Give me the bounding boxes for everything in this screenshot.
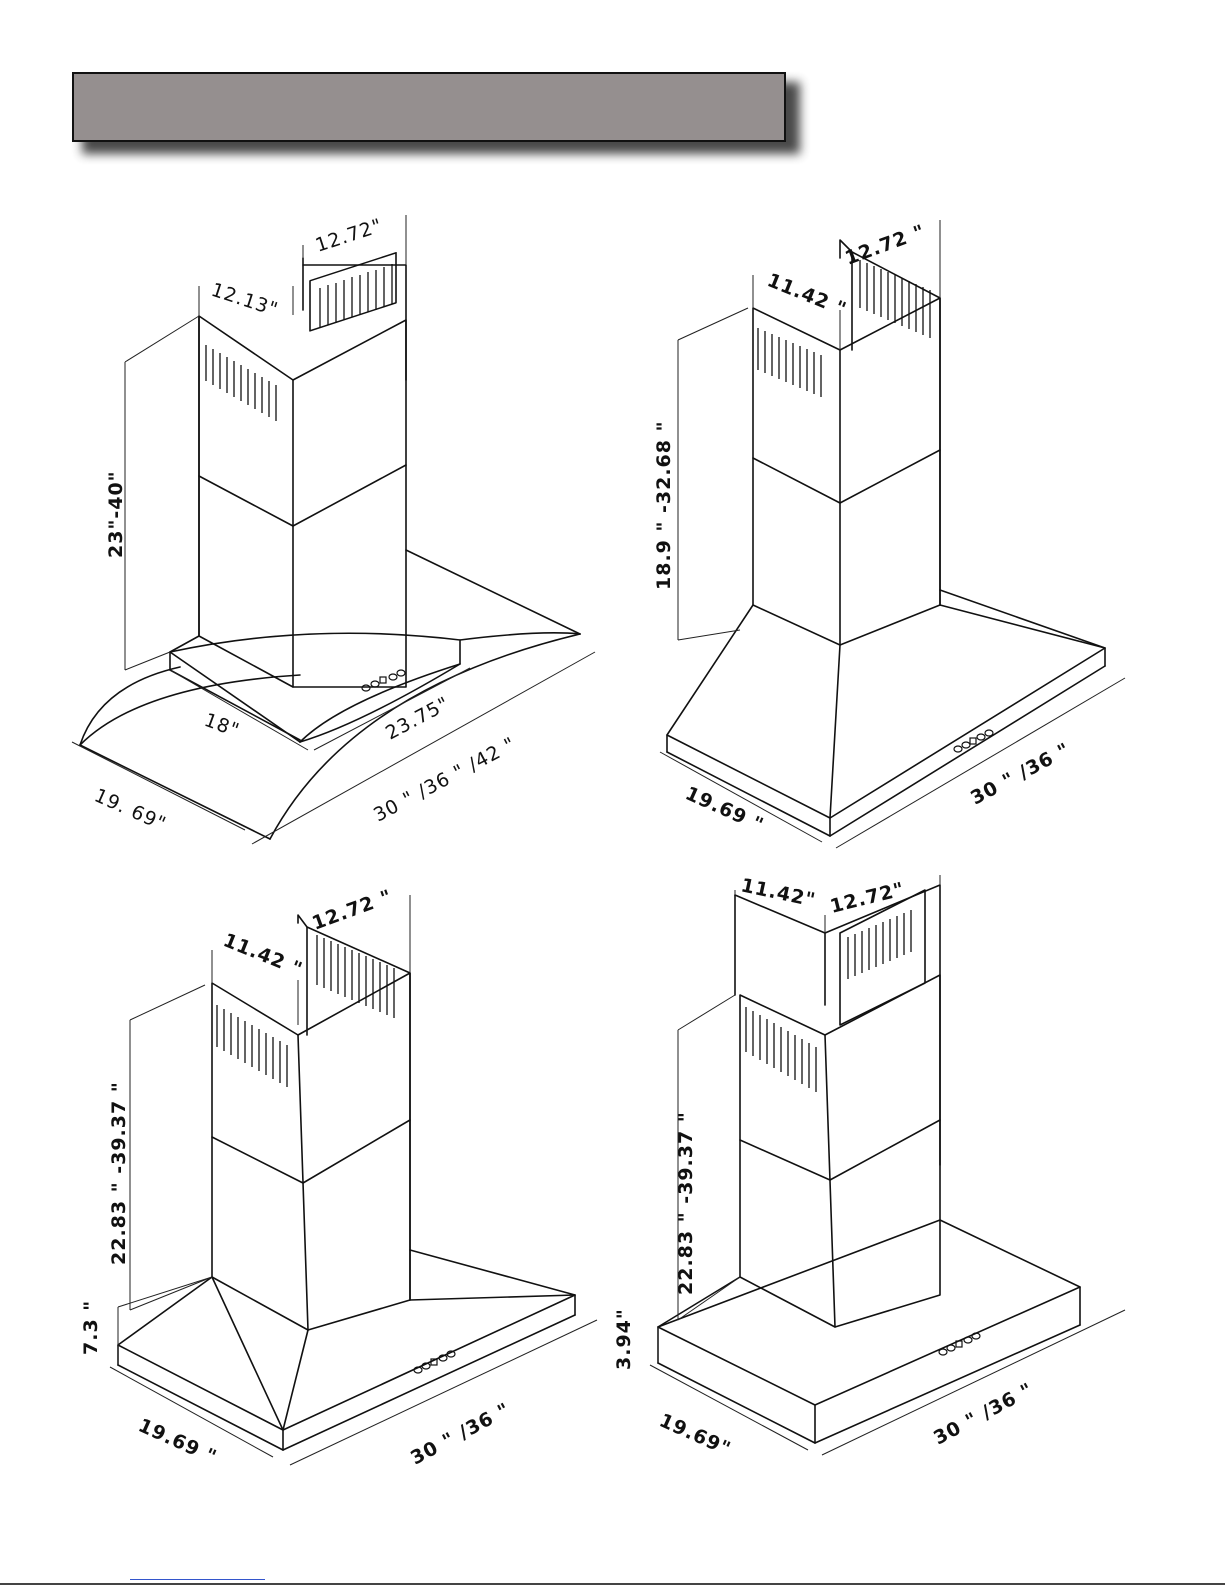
footer-link-underline[interactable] [130,1579,265,1580]
base-depth-label: 18" [201,709,242,742]
base-height-label: 7.3 " [80,1300,102,1355]
pyramid-hood-drawing: 11.42 " 12.72 " 18.9 " -32.68 " 19.69 " … [640,200,1160,860]
overall-width-label: 30 " /36 " /42 " [370,733,520,826]
chimney-width-label: 12.13" [208,279,281,321]
curved-glass-hood-diagram: 12.13" 12.72" 23"-40" 18" 23.75" 19. 69"… [60,190,620,860]
height-range-label: 22.83 " -39.37 " [108,1081,130,1265]
pyramid-hood-diagram: 11.42 " 12.72 " 18.9 " -32.68 " 19.69 " … [640,200,1160,860]
depth-label: 19.69 " [682,782,767,836]
chimney-width-label: 11.42 " [764,269,850,321]
overall-width-label: 30 " /36 " [967,739,1074,810]
glass-depth-label: 19. 69" [91,784,170,835]
chimney-depth-label: 12.72 " [842,220,928,269]
low-pyramid-hood-diagram: 11.42 " 12.72 " 22.83 " -39.37 " 7.3 " 1… [75,875,615,1505]
height-range-label: 18.9 " -32.68 " [653,420,675,590]
low-pyramid-hood-drawing: 11.42 " 12.72 " 22.83 " -39.37 " 7.3 " 1… [75,875,615,1505]
chimney-width-label: 11.42" [739,874,818,911]
box-hood-drawing: 11.42" 12.72" 22.83 " -39.37 " 3.94" 19.… [610,865,1150,1505]
chimney-width-label: 11.42 " [220,929,306,981]
chimney-depth-label: 12.72" [313,214,386,256]
curved-glass-hood-drawing: 12.13" 12.72" 23"-40" 18" 23.75" 19. 69"… [60,190,620,860]
overall-width-label: 30 " /36 " [407,1399,514,1470]
box-hood-diagram: 11.42" 12.72" 22.83 " -39.37 " 3.94" 19.… [610,865,1150,1505]
height-range-label: 23"-40" [105,470,127,558]
base-height-label: 3.94" [613,1308,635,1370]
chimney-depth-label: 12.72 " [309,885,395,934]
overall-width-label: 30 " /36 " [930,1379,1037,1450]
chimney-depth-label: 12.72" [828,878,907,918]
header-banner [72,72,786,142]
base-width-label: 23.75" [382,693,453,745]
height-range-label: 22.83 " -39.37 " [675,1111,697,1295]
depth-label: 19.69 " [135,1414,220,1468]
depth-label: 19.69" [656,1409,734,1460]
